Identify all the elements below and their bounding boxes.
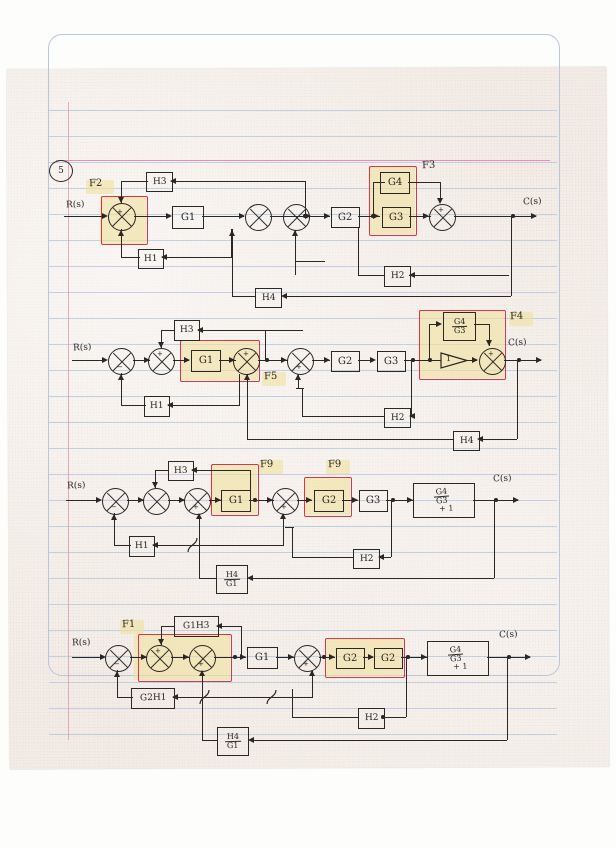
ruled-sheet-frame: [48, 34, 560, 676]
